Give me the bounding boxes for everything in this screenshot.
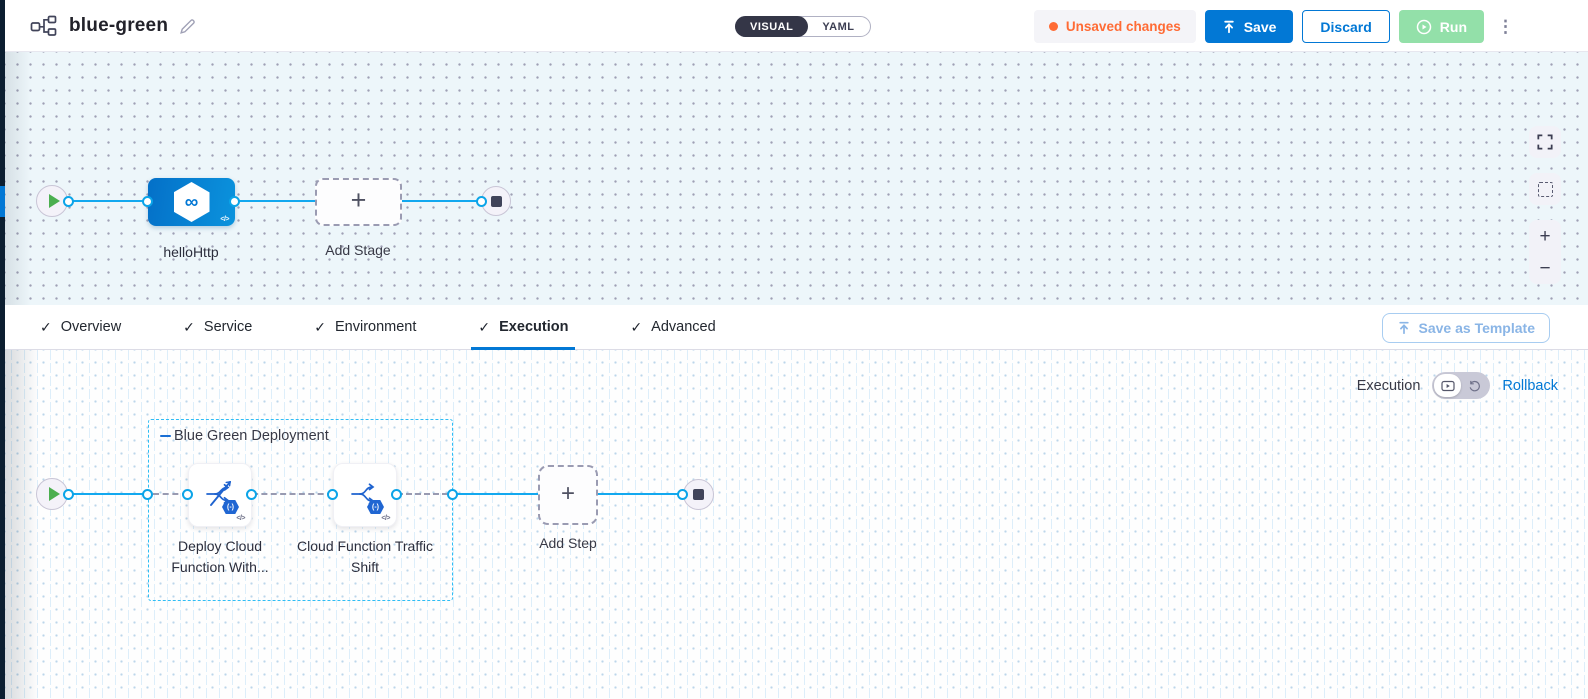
- connector-port[interactable]: [391, 489, 402, 500]
- connector-port[interactable]: [327, 489, 338, 500]
- marquee-icon: [1537, 181, 1553, 197]
- toggle-yaml[interactable]: YAML: [822, 20, 855, 33]
- left-nav-strip[interactable]: [0, 0, 5, 699]
- stage-config-tabbar: ✓ Overview ✓ Service ✓ Environment ✓ Exe…: [5, 305, 1588, 350]
- save-as-template-button[interactable]: Save as Template: [1381, 313, 1550, 343]
- left-nav-active-indicator: [0, 186, 5, 217]
- step-label: Cloud Function Traffic Shift: [297, 538, 433, 575]
- stage-canvas[interactable]: ∞ </> helloHttp + Add Stage + −: [5, 52, 1588, 305]
- add-step-button[interactable]: +: [538, 465, 598, 525]
- rollback-mode-icon: [1461, 379, 1488, 392]
- connector-line: [598, 493, 683, 495]
- connector-line: [68, 493, 148, 495]
- play-icon: [48, 194, 60, 208]
- run-button[interactable]: Run: [1398, 10, 1484, 43]
- step-node-deploy-cloud-function[interactable]: (-) </>: [188, 463, 252, 527]
- connector-port[interactable]: [677, 489, 688, 500]
- tab-overview[interactable]: ✓ Overview: [40, 305, 121, 350]
- connector-port[interactable]: [63, 489, 74, 500]
- execution-rollback-toggle[interactable]: [1432, 372, 1491, 399]
- stage-node-hellohttp[interactable]: ∞ </>: [148, 178, 235, 226]
- rollback-link[interactable]: Rollback: [1502, 377, 1558, 394]
- page-title: blue-green: [69, 15, 169, 36]
- stop-icon: [693, 489, 704, 500]
- execution-mode-label: Execution: [1356, 377, 1421, 394]
- fullscreen-icon: [1537, 134, 1553, 150]
- connector-line: [68, 200, 148, 202]
- zoom-controls: + −: [1529, 220, 1561, 284]
- step-group-header[interactable]: Blue Green Deployment: [160, 428, 329, 444]
- step-node-cloud-function-traffic-shift[interactable]: (-) </>: [333, 463, 397, 527]
- code-icon: </>: [220, 216, 229, 223]
- execution-canvas[interactable]: Execution Rollback: [5, 350, 1588, 699]
- add-step-label: Add Step: [539, 535, 597, 551]
- check-icon: ✓: [314, 318, 326, 335]
- tab-advanced[interactable]: ✓ Advanced: [630, 305, 715, 350]
- unsaved-dot-icon: [1048, 22, 1058, 31]
- execution-mode-row: Execution Rollback: [1357, 372, 1558, 399]
- connector-line: [453, 493, 538, 495]
- code-icon: </>: [381, 515, 390, 522]
- more-options-menu-icon[interactable]: ⋮: [1497, 17, 1514, 36]
- check-icon: ✓: [478, 318, 491, 335]
- connector-line-dashed: [153, 493, 188, 495]
- left-edge-shadow: [5, 52, 31, 305]
- step-group-title: Blue Green Deployment: [174, 428, 329, 444]
- connector-port[interactable]: [142, 489, 153, 500]
- unsaved-changes-badge: Unsaved changes: [1033, 10, 1196, 43]
- zoom-in-button[interactable]: +: [1529, 220, 1561, 252]
- serverless-hexagon-icon: ∞: [173, 182, 210, 222]
- connector-line-dashed: [252, 493, 333, 495]
- connector-port[interactable]: [63, 196, 74, 207]
- tab-service[interactable]: ✓ Service: [183, 305, 252, 350]
- upload-icon: [1398, 321, 1409, 335]
- active-tab-underline: [471, 346, 576, 350]
- visual-yaml-toggle: VISUAL YAML: [735, 16, 871, 37]
- upload-icon: [1224, 20, 1234, 33]
- add-stage-button[interactable]: +: [315, 178, 402, 226]
- step-group-blue-green-deployment[interactable]: [148, 419, 453, 601]
- function-badge-icon: (-): [367, 500, 384, 514]
- plus-icon: +: [560, 479, 575, 507]
- save-button[interactable]: Save: [1204, 10, 1294, 43]
- execution-mode-icon: [1434, 374, 1462, 397]
- execution-start-node[interactable]: [36, 478, 68, 510]
- add-stage-label: Add Stage: [325, 242, 391, 258]
- plus-icon: +: [350, 185, 367, 215]
- tab-execution[interactable]: ✓ Execution: [471, 305, 576, 350]
- stop-icon: [490, 195, 502, 207]
- zoom-out-button[interactable]: −: [1529, 252, 1561, 284]
- toggle-visual[interactable]: VISUAL: [735, 16, 809, 37]
- code-icon: </>: [236, 515, 245, 522]
- play-circle-icon: [1416, 19, 1432, 34]
- discard-button[interactable]: Discard: [1302, 10, 1390, 43]
- check-icon: ✓: [40, 318, 52, 335]
- pipeline-start-node[interactable]: [36, 185, 68, 217]
- execution-end-node[interactable]: [683, 479, 714, 510]
- step-label: Deploy Cloud Function With...: [171, 538, 269, 575]
- connector-port[interactable]: [447, 489, 458, 500]
- connector-line-dashed: [397, 493, 448, 495]
- fullscreen-button[interactable]: [1529, 126, 1561, 158]
- connector-port[interactable]: [142, 196, 153, 207]
- collapse-icon[interactable]: [160, 434, 171, 438]
- connector-port[interactable]: [229, 196, 240, 207]
- check-icon: ✓: [183, 318, 195, 335]
- edit-title-pencil-icon[interactable]: [179, 18, 196, 35]
- function-badge-icon: (-): [222, 500, 239, 514]
- left-edge-shadow: [5, 350, 39, 699]
- connector-line: [235, 200, 315, 202]
- connector-line: [402, 200, 482, 202]
- pipeline-header: blue-green VISUAL YAML Unsaved changes S…: [5, 0, 1588, 52]
- connector-port[interactable]: [246, 489, 257, 500]
- play-icon: [48, 487, 60, 501]
- connector-port[interactable]: [182, 489, 193, 500]
- pipeline-icon: [30, 15, 58, 37]
- unsaved-changes-label: Unsaved changes: [1065, 19, 1181, 34]
- connector-port[interactable]: [476, 196, 487, 207]
- tab-environment[interactable]: ✓ Environment: [314, 305, 416, 350]
- check-icon: ✓: [630, 318, 643, 335]
- multi-select-button[interactable]: [1529, 173, 1561, 205]
- stage-label: helloHttp: [163, 244, 219, 260]
